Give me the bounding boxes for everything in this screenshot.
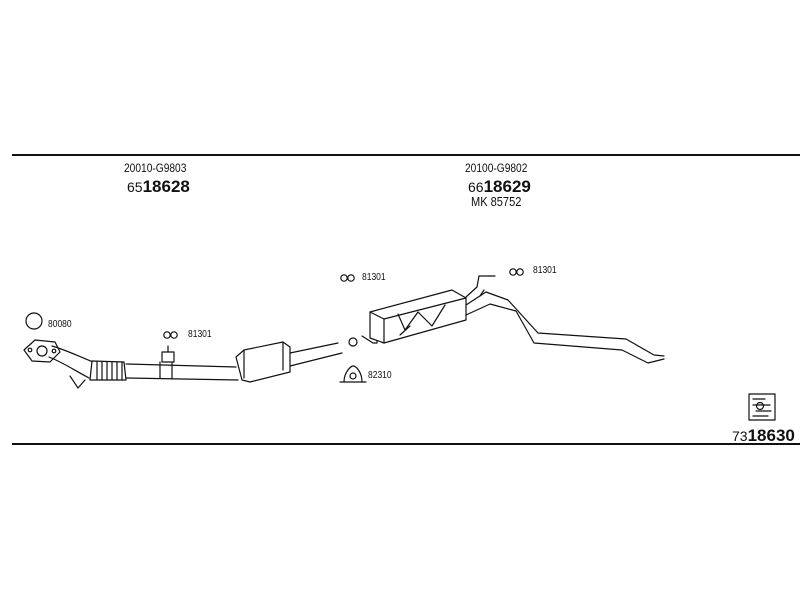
hanger-mid-label: 81301	[362, 272, 386, 283]
front-downpipe-icon	[48, 345, 94, 389]
mount-label: 82310	[368, 370, 392, 381]
centre-silencer-icon	[235, 341, 291, 383]
rear-silencer-extra-code: MK 85752	[471, 194, 522, 209]
front-pipe-part-main: 18628	[142, 177, 190, 196]
gasket-icon	[25, 312, 43, 330]
clamp-front-icon	[161, 331, 178, 363]
mid-pipe-icon	[289, 342, 343, 367]
gasket-label: 80080	[48, 319, 72, 330]
rear-silencer-part-number: 6618629	[468, 178, 531, 195]
front-pipe-part-number: 6518628	[127, 178, 190, 195]
fitting-kit-icon	[748, 393, 776, 421]
tail-pipe-icon	[465, 275, 665, 364]
hanger-rear-label: 81301	[533, 265, 557, 276]
mount-icon	[339, 337, 367, 383]
bottom-divider	[12, 443, 800, 445]
top-divider	[12, 154, 800, 156]
kit-part-number: 7318630	[732, 427, 795, 444]
clamp-front-label: 81301	[188, 329, 212, 340]
rear-silencer-oem-code: 20100-G9802	[465, 161, 528, 175]
intermediate-pipe-icon	[125, 361, 239, 381]
kit-part-prefix: 73	[732, 428, 748, 444]
rear-silencer-part-prefix: 66	[468, 179, 484, 195]
rear-silencer-part-main: 18629	[483, 177, 531, 196]
kit-part-main: 18630	[747, 426, 795, 445]
hanger-mid-icon	[340, 274, 355, 282]
rear-silencer-icon	[361, 289, 467, 344]
front-pipe-part-prefix: 65	[127, 179, 143, 195]
flex-pipe-icon	[89, 360, 127, 381]
front-flange-icon	[23, 339, 61, 363]
front-pipe-oem-code: 20010-G9803	[124, 161, 187, 175]
hanger-rear-icon	[509, 268, 524, 276]
